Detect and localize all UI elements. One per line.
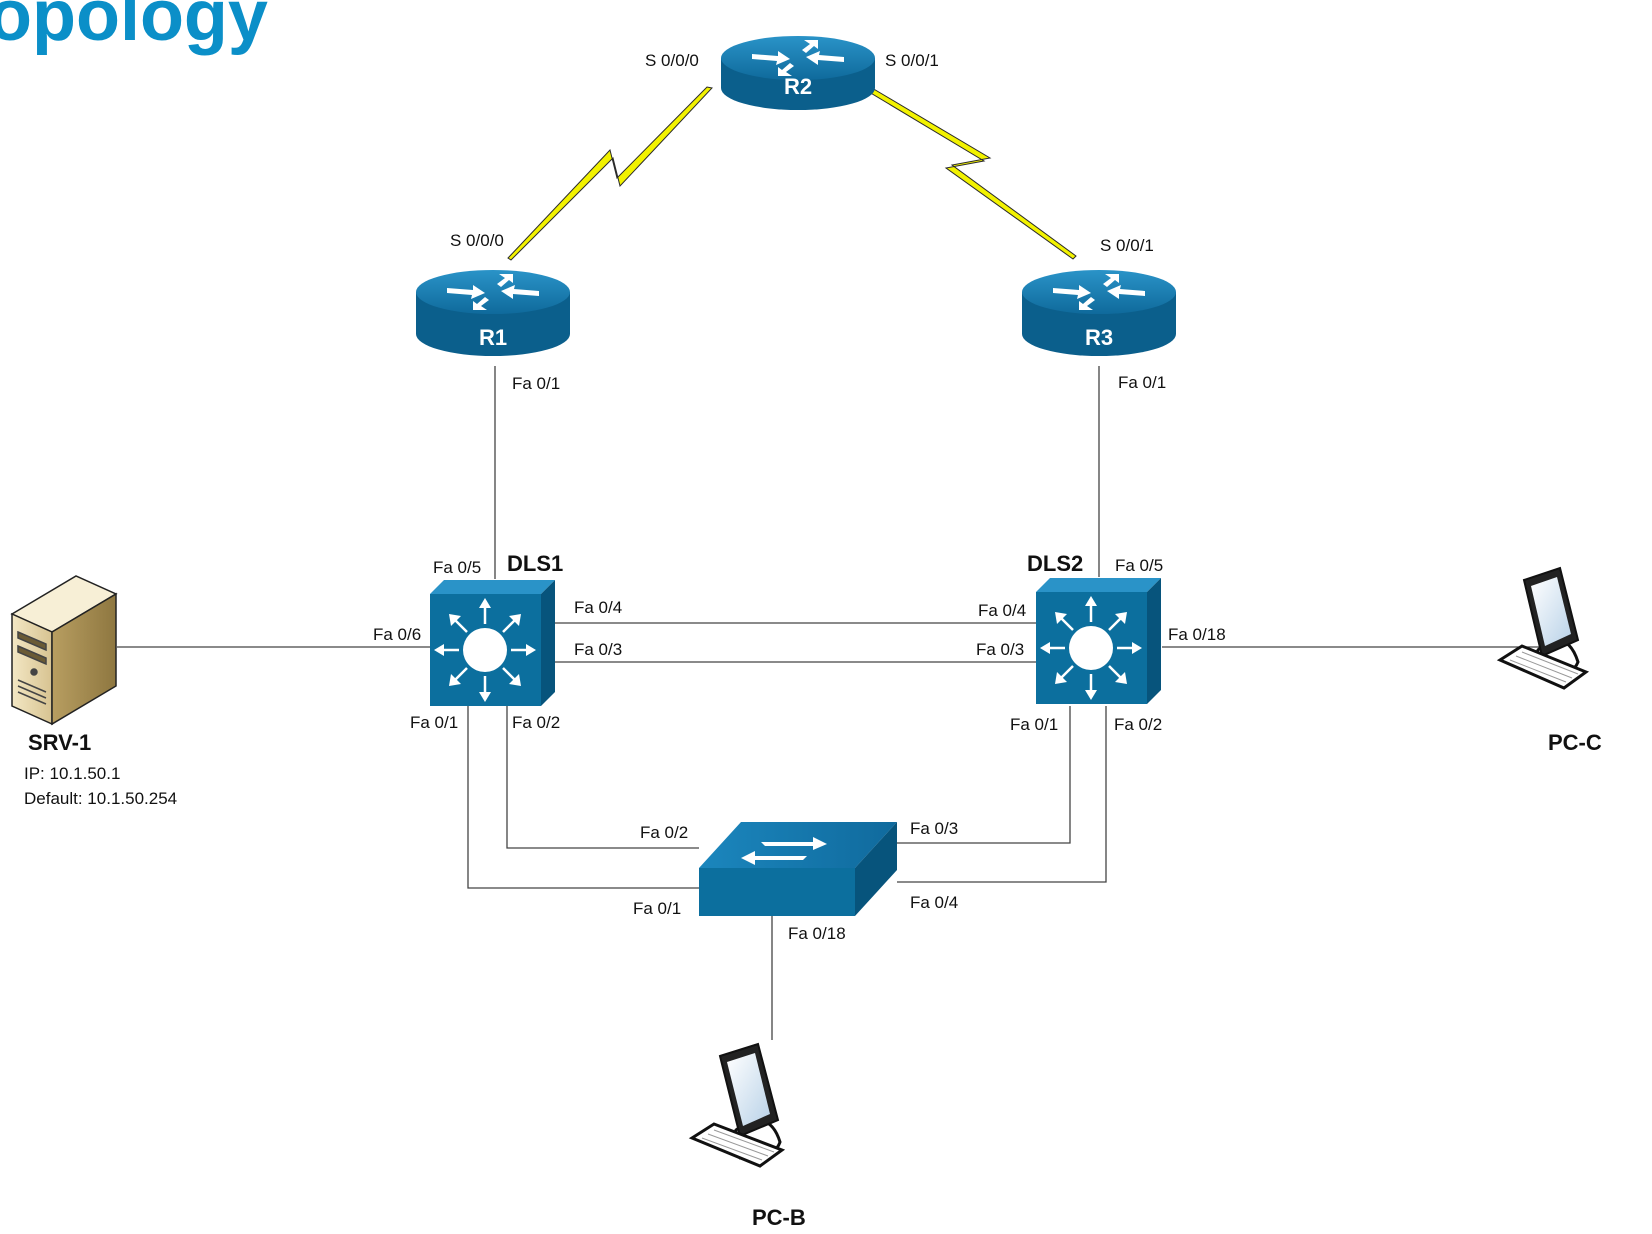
port-label-dls2-fa02: Fa 0/2: [1114, 715, 1162, 734]
port-label-als-fa03: Fa 0/3: [910, 819, 958, 838]
server-drive-bays-icon: [17, 630, 47, 705]
keyboard-keys-icon: [701, 1129, 775, 1161]
port-labels: S 0/0/0 S 0/0/1 S 0/0/0 S 0/0/1 Fa 0/1 F…: [373, 51, 1226, 943]
port-label-dls2-fa18: Fa 0/18: [1168, 625, 1226, 644]
port-label-dls1-fa05: Fa 0/5: [433, 558, 481, 577]
workstation-pc-b[interactable]: [688, 1042, 786, 1168]
diagram-title: opology: [0, 0, 268, 56]
workgroup-switch[interactable]: [699, 822, 897, 916]
serial-link-r2-r3: [868, 87, 1077, 260]
ethernet-links: [117, 366, 1560, 1040]
port-label-r3-fa01: Fa 0/1: [1118, 373, 1166, 392]
multilayer-switch-dls2[interactable]: [1036, 578, 1161, 704]
port-label-r1-s000: S 0/0/0: [450, 231, 504, 250]
port-label-dls1-fa06: Fa 0/6: [373, 625, 421, 644]
port-label-als-fa02: Fa 0/2: [640, 823, 688, 842]
link-dls2-als-fa04: [897, 706, 1107, 883]
port-label-r3-s001: S 0/0/1: [1100, 236, 1154, 255]
link-dls1-als-fa02: [506, 706, 699, 849]
port-label-dls1-fa04: Fa 0/4: [574, 598, 622, 617]
port-label-als-fa01: Fa 0/1: [633, 899, 681, 918]
router-r2[interactable]: R2: [721, 36, 875, 110]
device-label-pc-b: PC-B: [752, 1205, 806, 1229]
router-arrows-icon: [1053, 274, 1145, 310]
router-arrows-icon: [447, 274, 539, 310]
device-label-r2: R2: [784, 74, 812, 99]
port-label-als-fa04: Fa 0/4: [910, 893, 958, 912]
workstation-pc-c[interactable]: [1496, 566, 1590, 690]
port-label-dls1-fa02: Fa 0/2: [512, 713, 560, 732]
device-label-r3: R3: [1085, 325, 1113, 350]
port-label-dls2-fa04: Fa 0/4: [978, 601, 1026, 620]
link-dls2-als-fa03: [897, 706, 1071, 844]
switch-arrows-icon: [741, 837, 827, 865]
device-label-dls2: DLS2: [1027, 551, 1083, 576]
multilayer-arrows-icon: [434, 598, 536, 702]
device-label-srv1: SRV-1: [28, 730, 91, 755]
port-label-r2-s001: S 0/0/1: [885, 51, 939, 70]
srv1-default-gateway: Default: 10.1.50.254: [24, 789, 177, 808]
port-label-dls2-fa01: Fa 0/1: [1010, 715, 1058, 734]
device-label-r1: R1: [479, 325, 507, 350]
router-r1[interactable]: R1: [416, 270, 570, 356]
router-r3[interactable]: R3: [1022, 270, 1176, 356]
multilayer-arrows-icon: [1040, 596, 1142, 700]
port-label-dls2-fa03: Fa 0/3: [976, 640, 1024, 659]
keyboard-keys-icon: [1509, 651, 1579, 683]
device-label-pc-c: PC-C: [1548, 730, 1602, 755]
port-label-als-fa18: Fa 0/18: [788, 924, 846, 943]
multilayer-switch-dls1[interactable]: [430, 580, 555, 706]
port-label-r1-fa01: Fa 0/1: [512, 374, 560, 393]
device-label-dls1: DLS1: [507, 551, 563, 576]
link-dls1-als-fa01: [467, 706, 699, 889]
port-label-dls2-fa05: Fa 0/5: [1115, 556, 1163, 575]
port-label-dls1-fa03: Fa 0/3: [574, 640, 622, 659]
srv1-ip-address: IP: 10.1.50.1: [24, 764, 120, 783]
server-srv1[interactable]: [10, 575, 118, 726]
port-label-dls1-fa01: Fa 0/1: [410, 713, 458, 732]
router-arrows-icon: [752, 40, 844, 76]
port-label-r2-s000: S 0/0/0: [645, 51, 699, 70]
serial-link-r1-r2: [507, 86, 713, 261]
